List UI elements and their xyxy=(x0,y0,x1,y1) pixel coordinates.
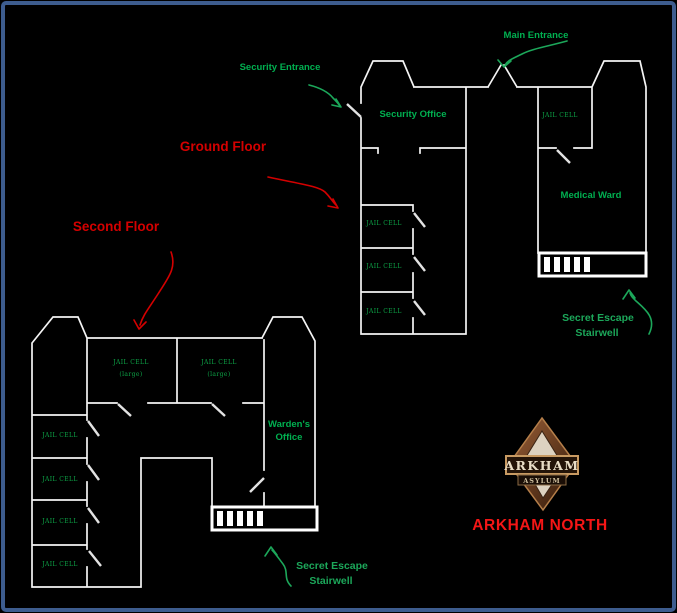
room-label-wardens-office: Office xyxy=(276,432,303,443)
stairs-hatch xyxy=(217,511,263,526)
logo-arkham-text: ARKHAM xyxy=(503,458,579,473)
room-label-jail-cell-large: JAIL CELL xyxy=(200,359,237,366)
arkham-asylum-logo: ARKHAM ASYLUM xyxy=(503,416,579,512)
ground-floor-label: Ground Floor xyxy=(180,139,267,154)
room-label-jail-cell: JAIL CELL xyxy=(365,308,402,315)
stairs-hatch xyxy=(544,257,590,272)
ground-floor-door-leaves xyxy=(346,103,571,316)
annotations: Main Entrance Security Entrance Ground F… xyxy=(73,30,653,587)
ground-floor-arrow-icon xyxy=(267,176,339,209)
room-label-medical-ward: Medical Ward xyxy=(561,190,622,201)
logo-asylum-text: ASYLUM xyxy=(522,477,560,485)
map-title: ARKHAM NORTH xyxy=(472,517,608,534)
room-label-jail-cell: JAIL CELL xyxy=(365,220,402,227)
logo-sub-banner xyxy=(517,474,567,486)
room-label-wardens-office: Warden's xyxy=(268,419,310,430)
floor-plan-second: JAIL CELL (large) JAIL CELL (large) Ward… xyxy=(31,316,319,588)
main-entrance-arrow-icon xyxy=(497,40,568,68)
room-label-jail-cell: JAIL CELL xyxy=(41,518,78,525)
secret-escape-ground-arrow-icon xyxy=(622,289,653,335)
room-label-jail-cell: JAIL CELL xyxy=(541,112,578,119)
security-entrance-arrow-icon xyxy=(308,84,342,108)
ground-floor-walls xyxy=(360,60,647,335)
room-label-jail-cell: JAIL CELL xyxy=(41,561,78,568)
logo-banner xyxy=(505,455,579,475)
main-entrance-label: Main Entrance xyxy=(504,30,569,41)
room-label-security-office: Security Office xyxy=(379,109,446,120)
floor-plan-ground: Security Office JAIL CELL Medical Ward J… xyxy=(346,60,648,335)
stairwell-second xyxy=(210,505,319,532)
room-label-jail-cell-large: JAIL CELL xyxy=(112,359,149,366)
secret-escape-stairwell-ground-label: Stairwell xyxy=(575,327,618,339)
stairwell-ground xyxy=(537,251,648,278)
room-label-jail-cell-large-sub: (large) xyxy=(207,371,230,378)
room-label-jail-cell: JAIL CELL xyxy=(41,432,78,439)
second-floor-arrow-icon xyxy=(133,251,174,330)
secret-escape-stairwell-second-label: Secret Escape xyxy=(296,560,368,572)
second-floor-walls xyxy=(31,316,316,588)
room-label-jail-cell: JAIL CELL xyxy=(365,263,402,270)
secret-escape-second-arrow-icon xyxy=(264,546,292,587)
secret-escape-stairwell-ground-label: Secret Escape xyxy=(562,312,634,324)
secret-escape-stairwell-second-label: Stairwell xyxy=(309,575,352,587)
room-label-jail-cell-large-sub: (large) xyxy=(119,371,142,378)
security-entrance-label: Security Entrance xyxy=(240,62,321,73)
second-floor-door-leaves xyxy=(87,403,265,567)
second-floor-label: Second Floor xyxy=(73,219,160,234)
room-label-jail-cell: JAIL CELL xyxy=(41,476,78,483)
